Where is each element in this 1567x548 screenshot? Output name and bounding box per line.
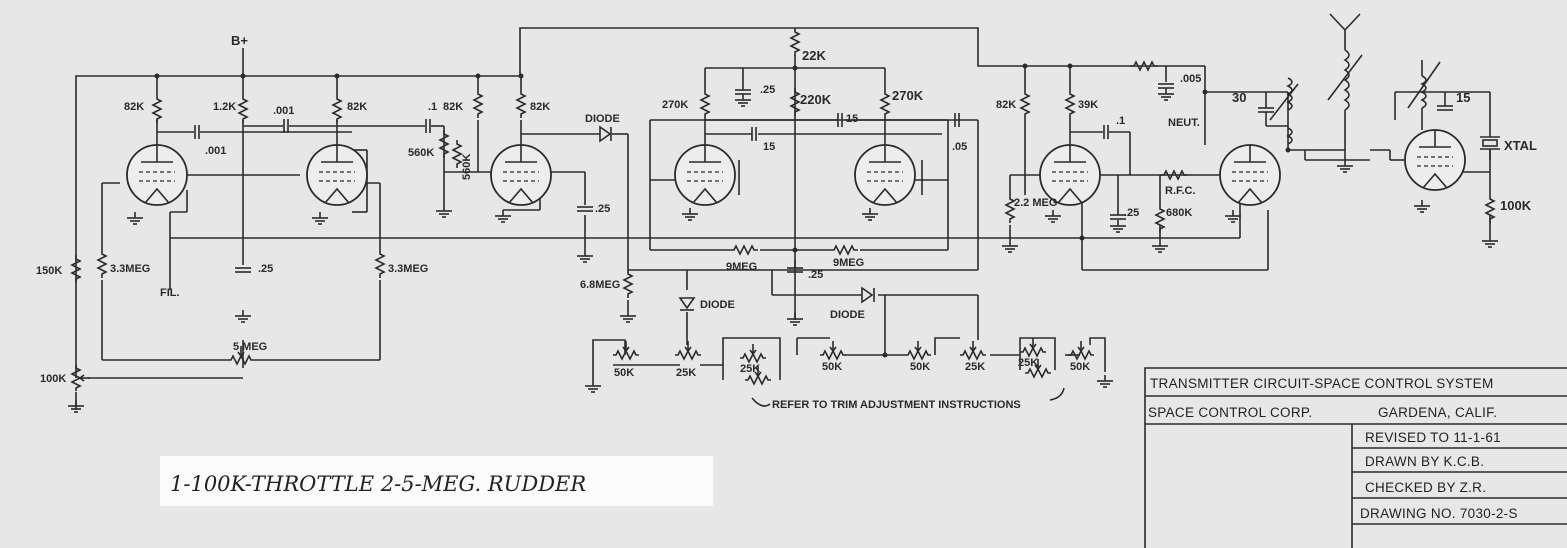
- vacuum-tubes: [126, 129, 1466, 206]
- title-block-title: TRANSMITTER CIRCUIT-SPACE CONTROL SYSTEM: [1150, 376, 1494, 391]
- potentiometers: [71, 337, 1095, 407]
- label-c15-2: 15: [846, 113, 858, 125]
- label-r2-2meg: 2.2 MEG: [1014, 197, 1057, 209]
- label-r82k-1: 82K: [124, 101, 144, 113]
- label-fil: FIL.: [160, 287, 180, 299]
- trim-arrow-left-icon: [751, 397, 771, 407]
- label-pot25k-4: 25K: [1018, 357, 1038, 369]
- label-c15-3: 15: [1456, 90, 1470, 105]
- capacitors: [194, 83, 1500, 273]
- label-r5meg-pot: 5 MEG: [233, 341, 267, 353]
- label-r82k-5: 82K: [996, 99, 1016, 111]
- label-r3-3meg-1: 3.3MEG: [110, 263, 150, 275]
- label-pot50k-1: 50K: [614, 367, 634, 379]
- label-r82k-2: 82K: [347, 101, 367, 113]
- label-xtal: XTAL: [1504, 138, 1537, 153]
- label-pot25k-2: 25K: [740, 363, 760, 375]
- label-r3-3meg-2: 3.3MEG: [388, 263, 428, 275]
- label-c001-2: .001: [205, 145, 226, 157]
- label-r6-8meg: 6.8MEG: [580, 279, 620, 291]
- label-c25-4: .25: [808, 269, 823, 281]
- junction-dots: [154, 63, 1291, 358]
- label-diode-1: DIODE: [585, 113, 620, 125]
- label-c25-5: .25: [1124, 207, 1139, 219]
- title-block-company: SPACE CONTROL CORP.: [1148, 405, 1312, 420]
- trim-note: REFER TO TRIM ADJUSTMENT INSTRUCTIONS: [772, 399, 1021, 411]
- circuit-wiring: [75, 27, 1491, 410]
- antenna-icon: [1329, 13, 1361, 32]
- tube-v6-icon: [1039, 144, 1101, 206]
- label-r560k-1: 560K: [408, 147, 434, 159]
- label-c005: .005: [1180, 73, 1201, 85]
- label-c05: .05: [952, 141, 967, 153]
- label-r22k: 22K: [802, 48, 826, 63]
- label-r9meg-1: 9MEG: [726, 261, 757, 273]
- label-c1-b: .1: [1116, 115, 1125, 127]
- label-pot50k-2: 50K: [822, 361, 842, 373]
- tube-v2-icon: [306, 144, 368, 206]
- label-r150k: 150K: [36, 265, 62, 277]
- label-pot50k-3: 50K: [910, 361, 930, 373]
- coils-antenna: [1269, 13, 1441, 145]
- handwritten-note-text: 1-100K-THROTTLE 2-5-MEG. RUDDER: [170, 472, 586, 496]
- label-pot25k-3: 25K: [965, 361, 985, 373]
- label-r270k-2: 270K: [892, 88, 924, 103]
- tube-v3-icon: [490, 144, 552, 206]
- label-r82k-4: 82K: [530, 101, 550, 113]
- tube-v4-icon: [674, 144, 736, 206]
- component-labels: B+ FIL. 82K 1.2K .001 82K .001 150K 3.3M…: [36, 33, 1537, 411]
- title-block-revised: REVISED TO 11-1-61: [1365, 430, 1501, 445]
- label-c30: 30: [1232, 90, 1246, 105]
- label-c25-3: .25: [760, 84, 775, 96]
- label-diode-2: DIODE: [700, 299, 735, 311]
- handwritten-note: 1-100K-THROTTLE 2-5-MEG. RUDDER: [160, 456, 713, 506]
- label-r82k-3: 82K: [443, 101, 463, 113]
- label-r1-2k: 1.2K: [213, 101, 236, 113]
- label-b-plus: B+: [231, 33, 248, 48]
- tube-v7-icon: [1219, 144, 1281, 206]
- title-block: TRANSMITTER CIRCUIT-SPACE CONTROL SYSTEM…: [1144, 367, 1567, 548]
- label-r270k-1: 270K: [662, 99, 688, 111]
- label-r560k-2: 560K: [461, 154, 473, 180]
- label-c001-1: .001: [273, 105, 294, 117]
- trim-arrow-right-icon: [1049, 387, 1065, 401]
- label-pot25k-1: 25K: [676, 367, 696, 379]
- label-diode-3: DIODE: [830, 309, 865, 321]
- tube-v5-icon: [854, 144, 916, 206]
- diodes: [599, 125, 875, 311]
- tube-v1-icon: [126, 144, 188, 206]
- title-block-checked-by: CHECKED BY Z.R.: [1365, 480, 1486, 495]
- label-r100k-pot: 100K: [40, 373, 66, 385]
- label-c25-1: .25: [258, 263, 273, 275]
- label-pot50k-4: 50K: [1070, 361, 1090, 373]
- label-r100k: 100K: [1500, 198, 1532, 213]
- label-r9meg-2: 9MEG: [833, 257, 864, 269]
- tube-v8-icon: [1404, 129, 1466, 191]
- label-r39k: 39K: [1078, 99, 1098, 111]
- title-block-drawing-no: DRAWING NO. 7030-2-S: [1360, 506, 1518, 521]
- label-rfc: R.F.C.: [1165, 185, 1196, 197]
- label-r220k: 220K: [800, 92, 832, 107]
- title-block-location: GARDENA, CALIF.: [1378, 405, 1497, 420]
- label-c15-1: 15: [763, 141, 775, 153]
- label-c1-a: .1: [428, 101, 437, 113]
- label-neut: NEUT.: [1168, 117, 1200, 129]
- label-c25-2: .25: [595, 203, 610, 215]
- title-block-drawn-by: DRAWN BY K.C.B.: [1365, 454, 1484, 469]
- label-r680k: 680K: [1166, 207, 1192, 219]
